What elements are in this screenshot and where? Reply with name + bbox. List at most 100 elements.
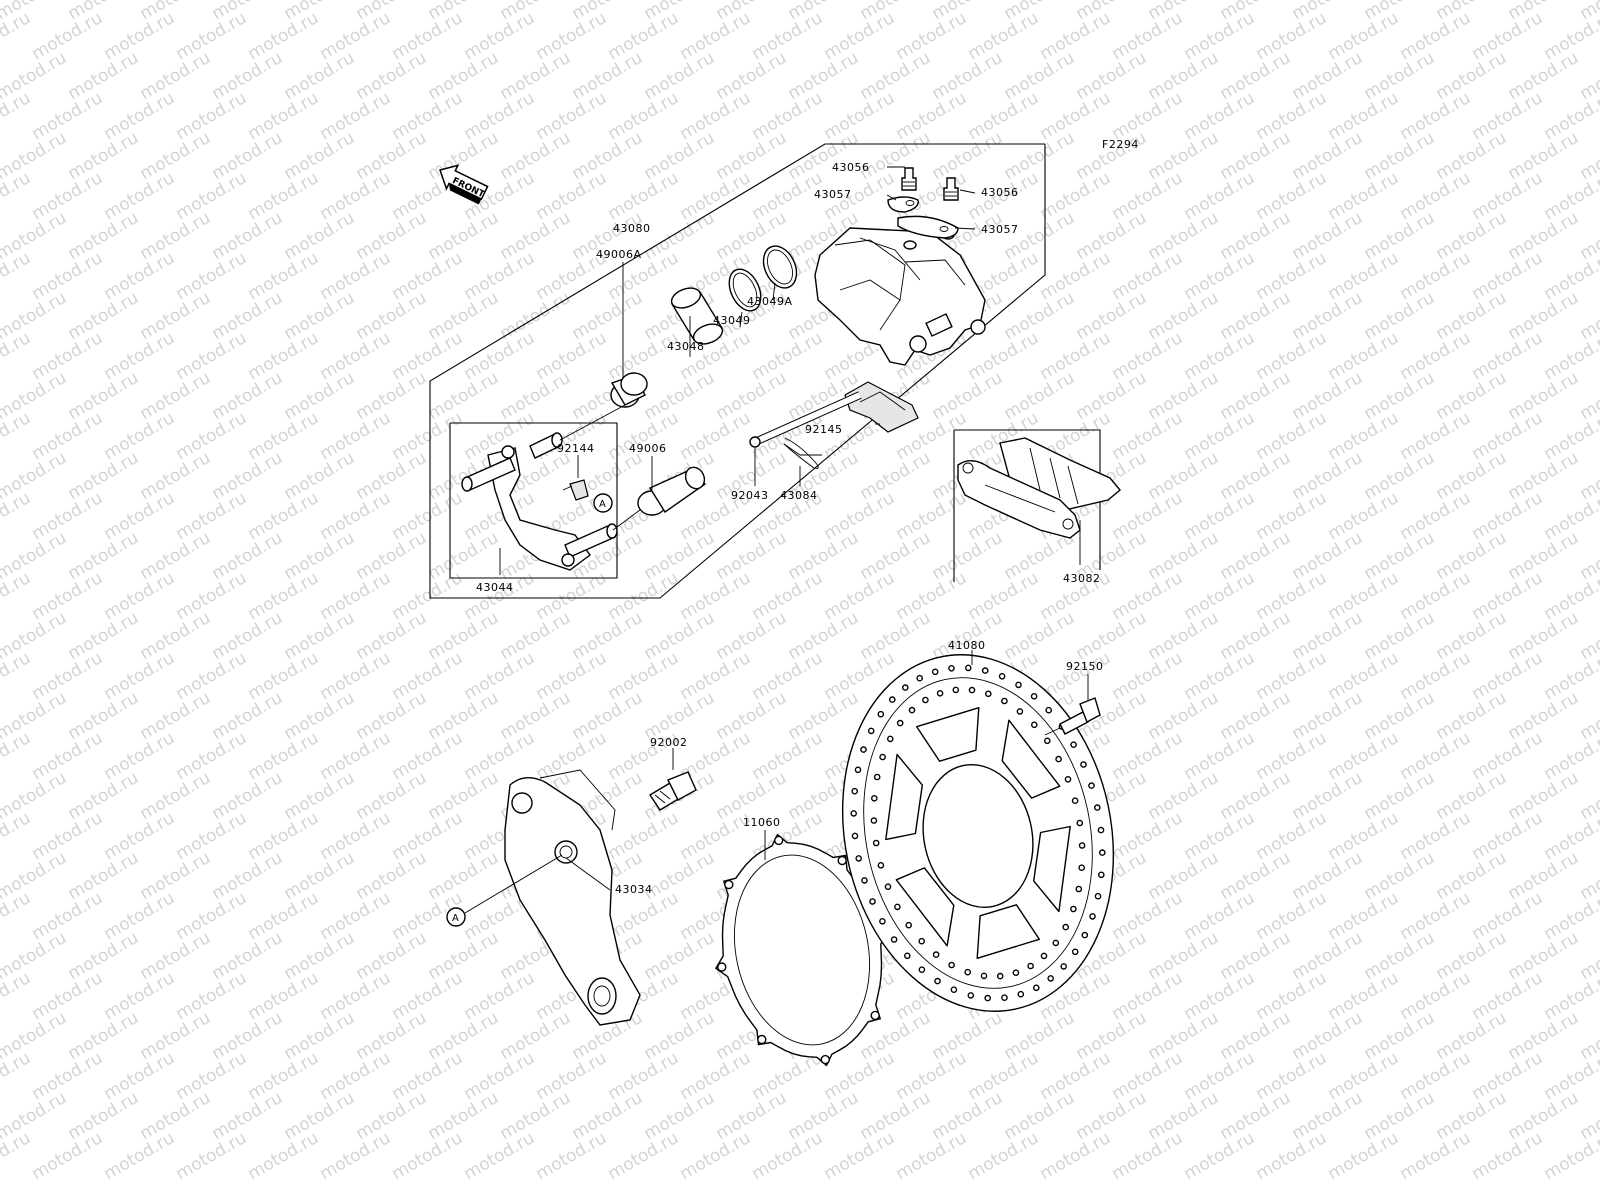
disc-vent-hole	[1012, 969, 1020, 977]
watermark-text: motod.ru	[1325, 808, 1403, 864]
disc-vent-hole	[1075, 885, 1083, 893]
watermark-text: motod.ru	[353, 528, 431, 584]
watermark-text: motod.ru	[281, 208, 359, 264]
watermark-text: motod.ru	[1073, 288, 1151, 344]
disc-vent-hole	[896, 719, 904, 727]
watermark-text: motod.ru	[245, 568, 323, 624]
pad-spring	[844, 381, 919, 433]
watermark-text: motod.ru	[533, 1128, 611, 1184]
gasket-bolt-hole	[820, 1054, 830, 1065]
callout-41080: 41080	[948, 639, 986, 652]
watermark-text: motod.ru	[137, 768, 215, 824]
watermark-text: motod.ru	[1361, 448, 1439, 504]
watermark-text: motod.ru	[1433, 848, 1511, 904]
disc-vent-hole	[1097, 826, 1105, 834]
watermark-text: motod.ru	[1505, 448, 1583, 504]
watermark-text: motod.ru	[1433, 128, 1511, 184]
watermark-text: motod.ru	[173, 968, 251, 1024]
watermark-text: motod.ru	[137, 48, 215, 104]
watermark-text: motod.ru	[497, 608, 575, 664]
disc-vent-hole	[1071, 948, 1079, 956]
watermark-text: motod.ru	[1073, 128, 1151, 184]
watermark-text: motod.ru	[317, 328, 395, 384]
watermark-text: motod.ru	[461, 8, 539, 64]
callout-11060: 11060	[743, 816, 781, 829]
watermark-text: motod.ru	[1505, 848, 1583, 904]
watermark-text: motod.ru	[209, 128, 287, 184]
watermark-text: motod.ru	[1469, 968, 1547, 1024]
watermark-text: motod.ru	[137, 928, 215, 984]
watermark-text: motod.ru	[101, 888, 179, 944]
watermark-text: motod.ru	[1181, 408, 1259, 464]
watermark-text: motod.ru	[1109, 808, 1187, 864]
disc-vent-hole	[873, 773, 881, 781]
watermark-text: motod.ru	[749, 328, 827, 384]
watermark-text: motod.ru	[461, 728, 539, 784]
watermark-text: motod.ru	[137, 528, 215, 584]
watermark-text: motod.ru	[1109, 728, 1187, 784]
watermark-text: motod.ru	[317, 968, 395, 1024]
watermark-text: motod.ru	[317, 88, 395, 144]
watermark-text: motod.ru	[1469, 88, 1547, 144]
watermark-text: motod.ru	[533, 88, 611, 144]
watermark-text: motod.ru	[389, 88, 467, 144]
watermark-text: motod.ru	[65, 448, 143, 504]
watermark-text: motod.ru	[893, 1128, 971, 1184]
watermark-text: motod.ru	[569, 688, 647, 744]
watermark-text: motod.ru	[353, 608, 431, 664]
watermark-text: motod.ru	[173, 1128, 251, 1184]
watermark-text: motod.ru	[1109, 408, 1187, 464]
disc-vent-hole	[1016, 708, 1024, 715]
watermark-text: motod.ru	[317, 648, 395, 704]
watermark-text: motod.ru	[137, 1008, 215, 1064]
disc-vent-hole	[855, 855, 863, 862]
brake-disc	[841, 654, 1115, 1012]
watermark-text: motod.ru	[245, 248, 323, 304]
watermark-text: motod.ru	[821, 488, 899, 544]
watermark-text: motod.ru	[1253, 728, 1331, 784]
callout-43048: 43048	[667, 340, 705, 353]
watermark-text: motod.ru	[461, 88, 539, 144]
watermark-text: motod.ru	[1469, 728, 1547, 784]
watermark-text: motod.ru	[857, 448, 935, 504]
watermark-text: motod.ru	[1181, 1128, 1259, 1184]
callout-43057-right: 43057	[981, 223, 1019, 236]
callout-43049: 43049	[713, 314, 751, 327]
callout-43057-left: 43057	[814, 188, 852, 201]
watermark-text: motod.ru	[389, 488, 467, 544]
watermark-text: motod.ru	[533, 568, 611, 624]
watermark-text: motod.ru	[1289, 768, 1367, 824]
watermark-text: motod.ru	[1289, 848, 1367, 904]
watermark-text: motod.ru	[605, 808, 683, 864]
watermark-text: motod.ru	[461, 648, 539, 704]
gasket-bolt-hole	[774, 835, 784, 846]
watermark-text: motod.ru	[389, 248, 467, 304]
watermark-text: motod.ru	[1361, 688, 1439, 744]
watermark-text: motod.ru	[209, 368, 287, 424]
watermark-text: motod.ru	[281, 1088, 359, 1144]
watermark-text: motod.ru	[821, 1128, 899, 1184]
watermark-text: motod.ru	[1217, 448, 1295, 504]
watermark-text: motod.ru	[101, 88, 179, 144]
watermark-text: motod.ru	[1109, 648, 1187, 704]
disc-vent-hole	[884, 883, 892, 891]
watermark-text: motod.ru	[1433, 928, 1511, 984]
watermark-text: motod.ru	[785, 128, 863, 184]
watermark-text: motod.ru	[929, 128, 1007, 184]
watermark-text: motod.ru	[1217, 128, 1295, 184]
watermark-text: motod.ru	[65, 608, 143, 664]
disc-vent-hole	[918, 937, 926, 945]
watermark-text: motod.ru	[1433, 208, 1511, 264]
watermark-text: motod.ru	[1145, 208, 1223, 264]
watermark-text: motod.ru	[677, 648, 755, 704]
disc-vent-hole	[998, 673, 1006, 680]
disc-vent-hole	[1064, 776, 1072, 783]
disc-vent-hole	[965, 664, 972, 672]
watermark-text: motod.ru	[425, 1088, 503, 1144]
watermark-text: motod.ru	[425, 608, 503, 664]
watermark-text: motod.ru	[1289, 1008, 1367, 1064]
watermark-text: motod.ru	[173, 808, 251, 864]
watermark-text: motod.ru	[101, 488, 179, 544]
gasket-bolt-hole	[757, 1034, 767, 1045]
